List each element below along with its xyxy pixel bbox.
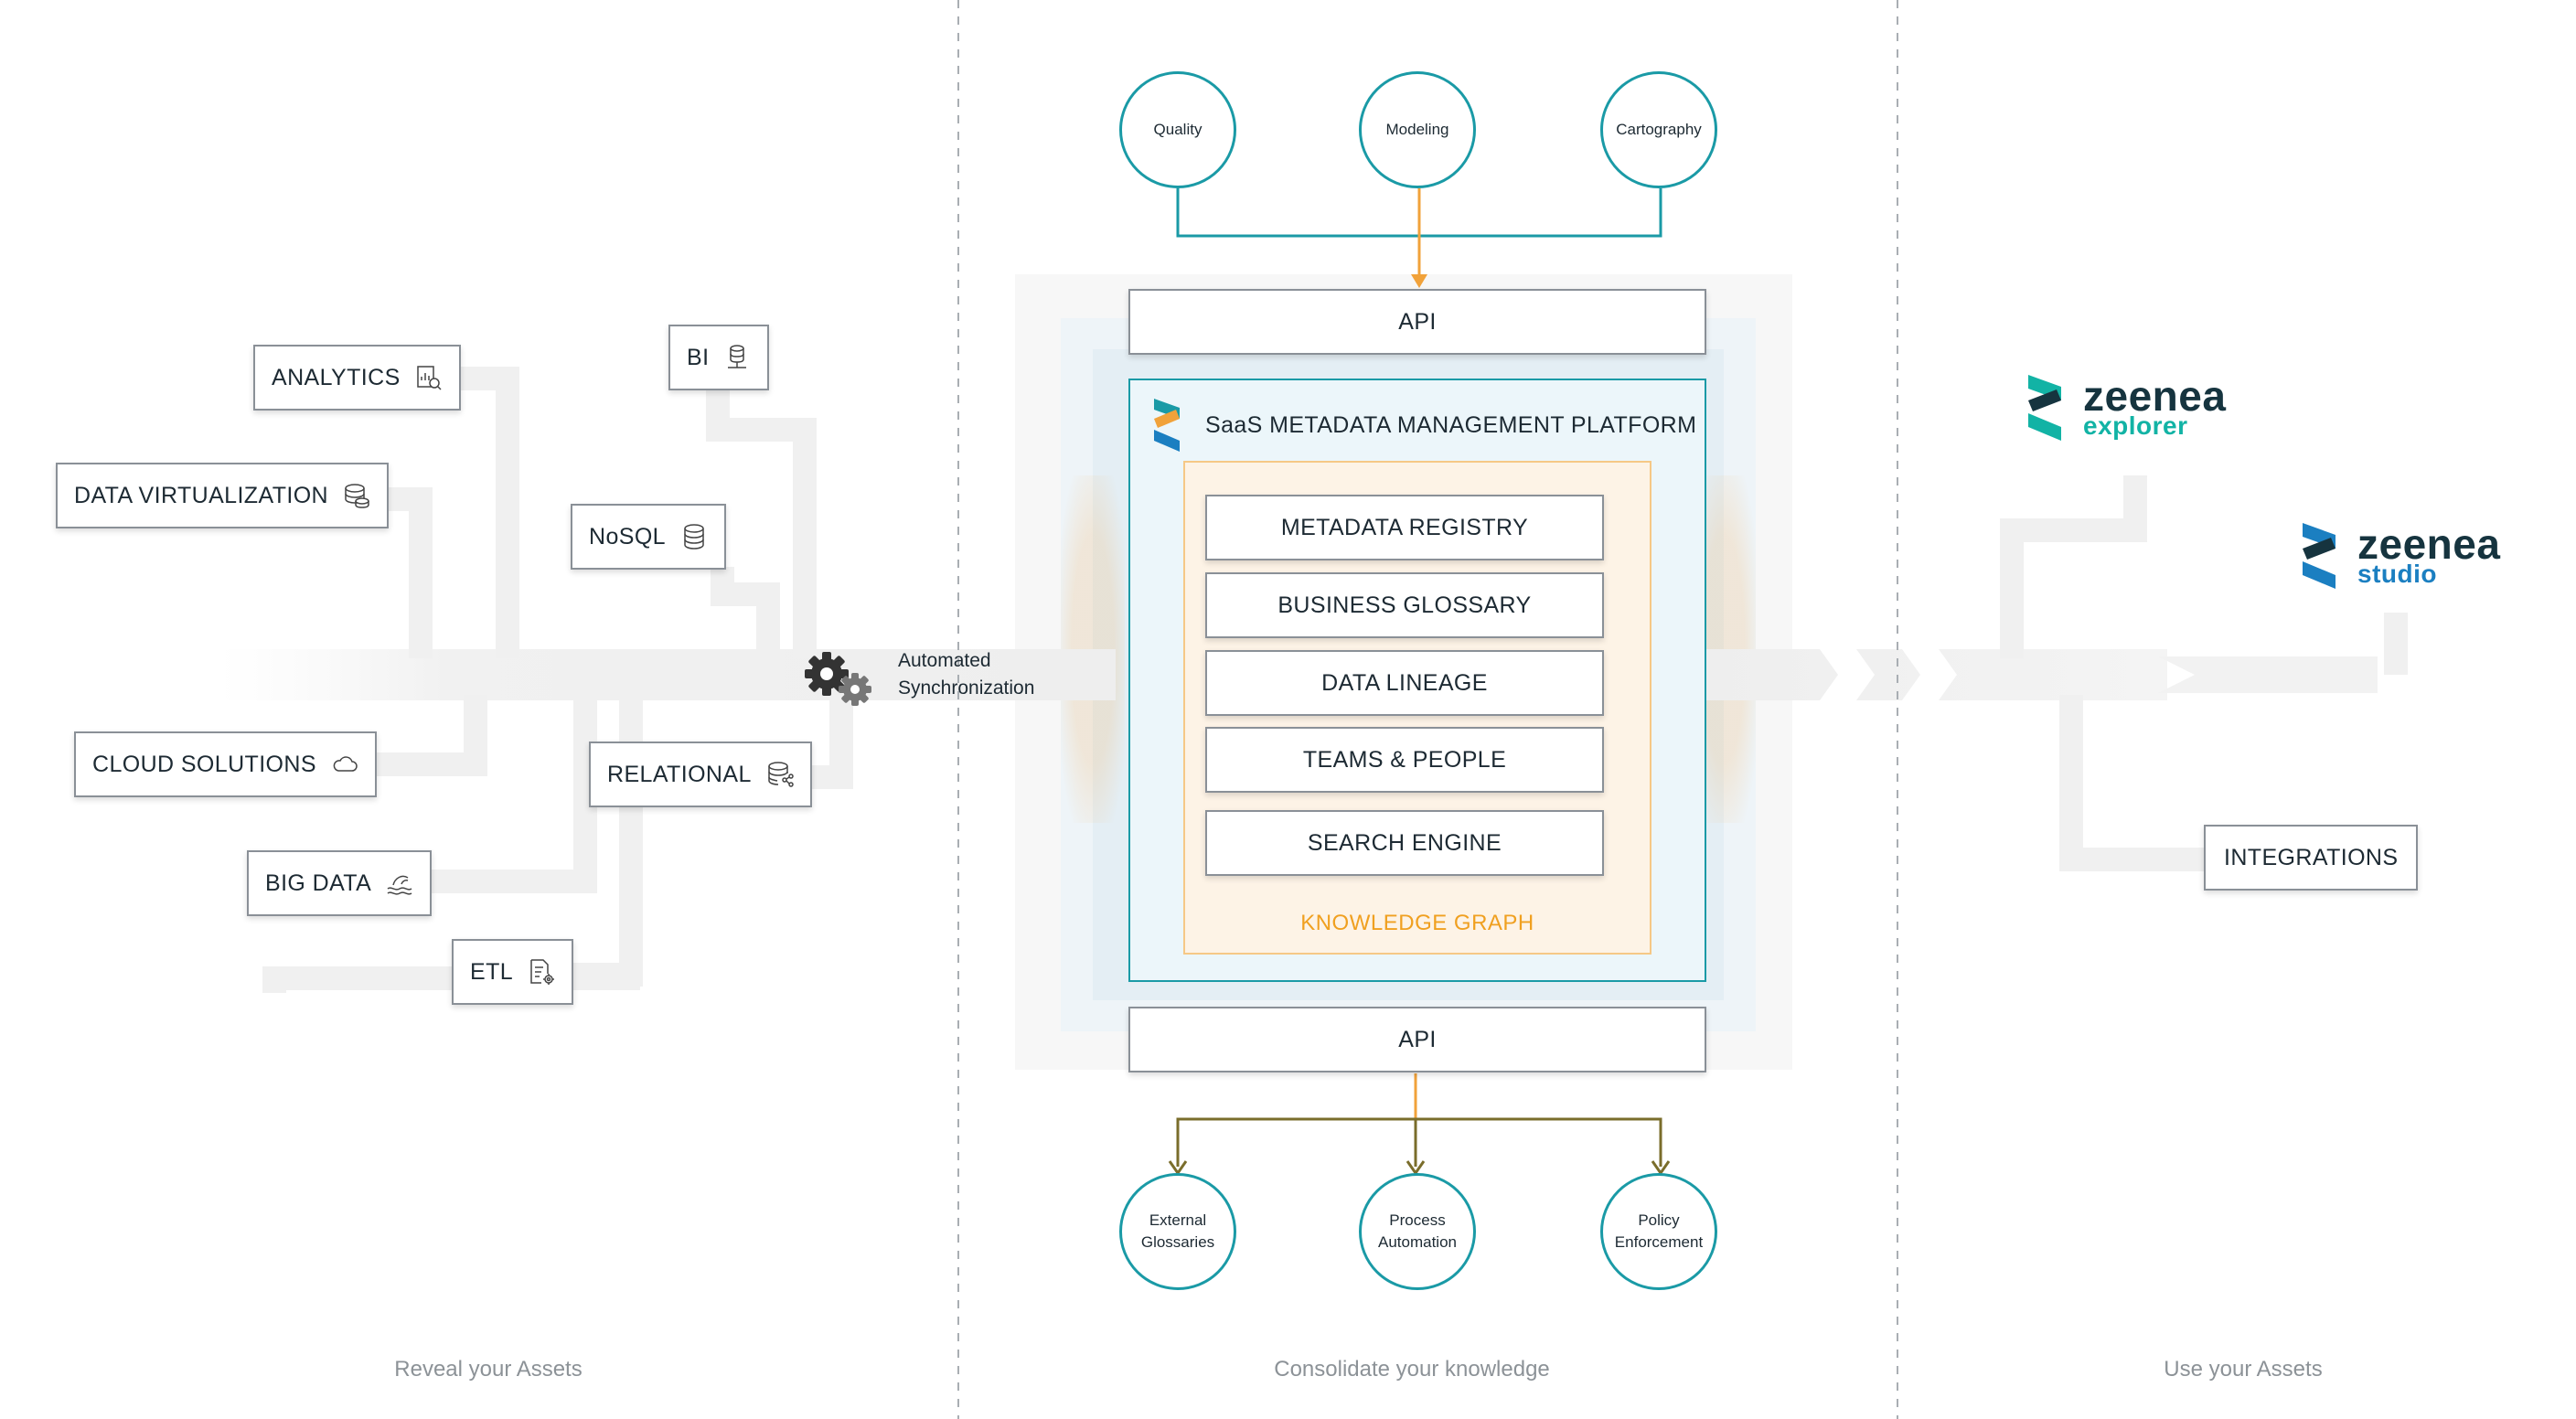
module-data-lineage[interactable]: DATA LINEAGE xyxy=(1205,650,1604,716)
integrations-label: INTEGRATIONS xyxy=(2224,844,2399,870)
caption-center: Consolidate your knowledge xyxy=(1274,1357,1550,1382)
module-label: DATA LINEAGE xyxy=(1321,669,1488,696)
source-etl[interactable]: ETL xyxy=(452,939,574,1005)
data-lake-icon xyxy=(387,875,412,895)
output-label: Policy Enforcement xyxy=(1614,1211,1704,1251)
etl-document-icon xyxy=(530,959,555,985)
input-connectors xyxy=(1176,188,1662,288)
platform-title: SaaS METADATA MANAGEMENT PLATFORM xyxy=(1205,411,1697,438)
output-circle-external-glossaries[interactable]: External Glossaries xyxy=(1119,1173,1236,1290)
relational-db-icon xyxy=(768,762,794,787)
source-nosql[interactable]: NoSQL xyxy=(571,504,726,570)
source-big-data[interactable]: BIG DATA xyxy=(247,850,433,916)
source-label: RELATIONAL xyxy=(607,761,752,787)
studio-name: zeenea xyxy=(2357,520,2501,568)
zeenea-studio-mark-icon xyxy=(2303,523,2336,589)
api-bottom-box[interactable]: API xyxy=(1128,1007,1706,1072)
api-bottom-label: API xyxy=(1398,1026,1437,1052)
module-search-engine[interactable]: SEARCH ENGINE xyxy=(1205,810,1604,876)
zeenea-explorer-logo[interactable]: zeenea explorer xyxy=(2028,375,2226,441)
output-circle-policy-enforcement[interactable]: Policy Enforcement xyxy=(1600,1173,1717,1290)
source-cloud-solutions[interactable]: CLOUD SOLUTIONS xyxy=(74,731,377,797)
module-teams-people[interactable]: TEAMS & PEOPLE xyxy=(1205,727,1604,793)
source-analytics[interactable]: ANALYTICS xyxy=(253,345,461,411)
integrations-box[interactable]: INTEGRATIONS xyxy=(2204,825,2419,891)
module-label: BUSINESS GLOSSARY xyxy=(1277,592,1532,618)
module-metadata-registry[interactable]: METADATA REGISTRY xyxy=(1205,495,1604,560)
source-relational[interactable]: RELATIONAL xyxy=(589,742,812,807)
gears-icon xyxy=(805,652,871,706)
zeenea-explorer-mark-icon xyxy=(2028,375,2061,441)
output-pipes xyxy=(2000,475,2408,871)
input-circle-cartography[interactable]: Cartography xyxy=(1600,71,1717,188)
knowledge-graph-label: KNOWLEDGE GRAPH xyxy=(1300,911,1534,935)
caption-left: Reveal your Assets xyxy=(394,1357,583,1382)
module-label: SEARCH ENGINE xyxy=(1307,829,1502,856)
output-connectors xyxy=(1168,1073,1671,1176)
source-label: CLOUD SOLUTIONS xyxy=(92,751,316,777)
bi-server-icon xyxy=(728,345,747,368)
section-dividers xyxy=(957,0,1898,1419)
output-circle-process-automation[interactable]: Process Automation xyxy=(1359,1173,1476,1290)
explorer-sub: explorer xyxy=(2083,411,2188,440)
source-data-virtualization[interactable]: DATA VIRTUALIZATION xyxy=(56,463,390,528)
caption-right: Use your Assets xyxy=(2164,1357,2323,1382)
cloud-icon xyxy=(333,756,358,772)
zeenea-logo-icon xyxy=(1154,399,1180,452)
output-label: Process Automation xyxy=(1378,1211,1457,1251)
database-icon xyxy=(684,524,704,549)
source-label: BI xyxy=(687,344,710,370)
source-bi[interactable]: BI xyxy=(668,325,770,390)
main-data-flow xyxy=(219,649,2378,700)
source-label: NoSQL xyxy=(589,523,666,549)
module-label: TEAMS & PEOPLE xyxy=(1302,746,1507,773)
api-top-box[interactable]: API xyxy=(1128,289,1706,355)
source-label: BIG DATA xyxy=(265,870,372,896)
input-label: Cartography xyxy=(1616,121,1702,138)
zeenea-studio-logo[interactable]: zeenea studio xyxy=(2303,523,2500,589)
input-label: Modeling xyxy=(1385,121,1449,138)
source-label: ANALYTICS xyxy=(272,364,401,390)
source-label: ETL xyxy=(470,958,514,985)
module-business-glossary[interactable]: BUSINESS GLOSSARY xyxy=(1205,572,1604,638)
platform-header: SaaS METADATA MANAGEMENT PLATFORM xyxy=(1154,399,1696,452)
sync-label: Automated Synchronization xyxy=(898,650,1035,699)
explorer-name: zeenea xyxy=(2083,372,2227,420)
module-label: METADATA REGISTRY xyxy=(1280,514,1529,540)
source-label: DATA VIRTUALIZATION xyxy=(74,482,329,508)
input-label: Quality xyxy=(1153,121,1202,138)
studio-sub: studio xyxy=(2357,560,2437,588)
output-label: External Glossaries xyxy=(1140,1211,1215,1251)
analytics-icon xyxy=(416,366,442,390)
input-circle-modeling[interactable]: Modeling xyxy=(1359,71,1476,188)
api-top-label: API xyxy=(1398,308,1437,335)
database-stack-icon xyxy=(345,484,369,508)
input-circle-quality[interactable]: Quality xyxy=(1119,71,1236,188)
